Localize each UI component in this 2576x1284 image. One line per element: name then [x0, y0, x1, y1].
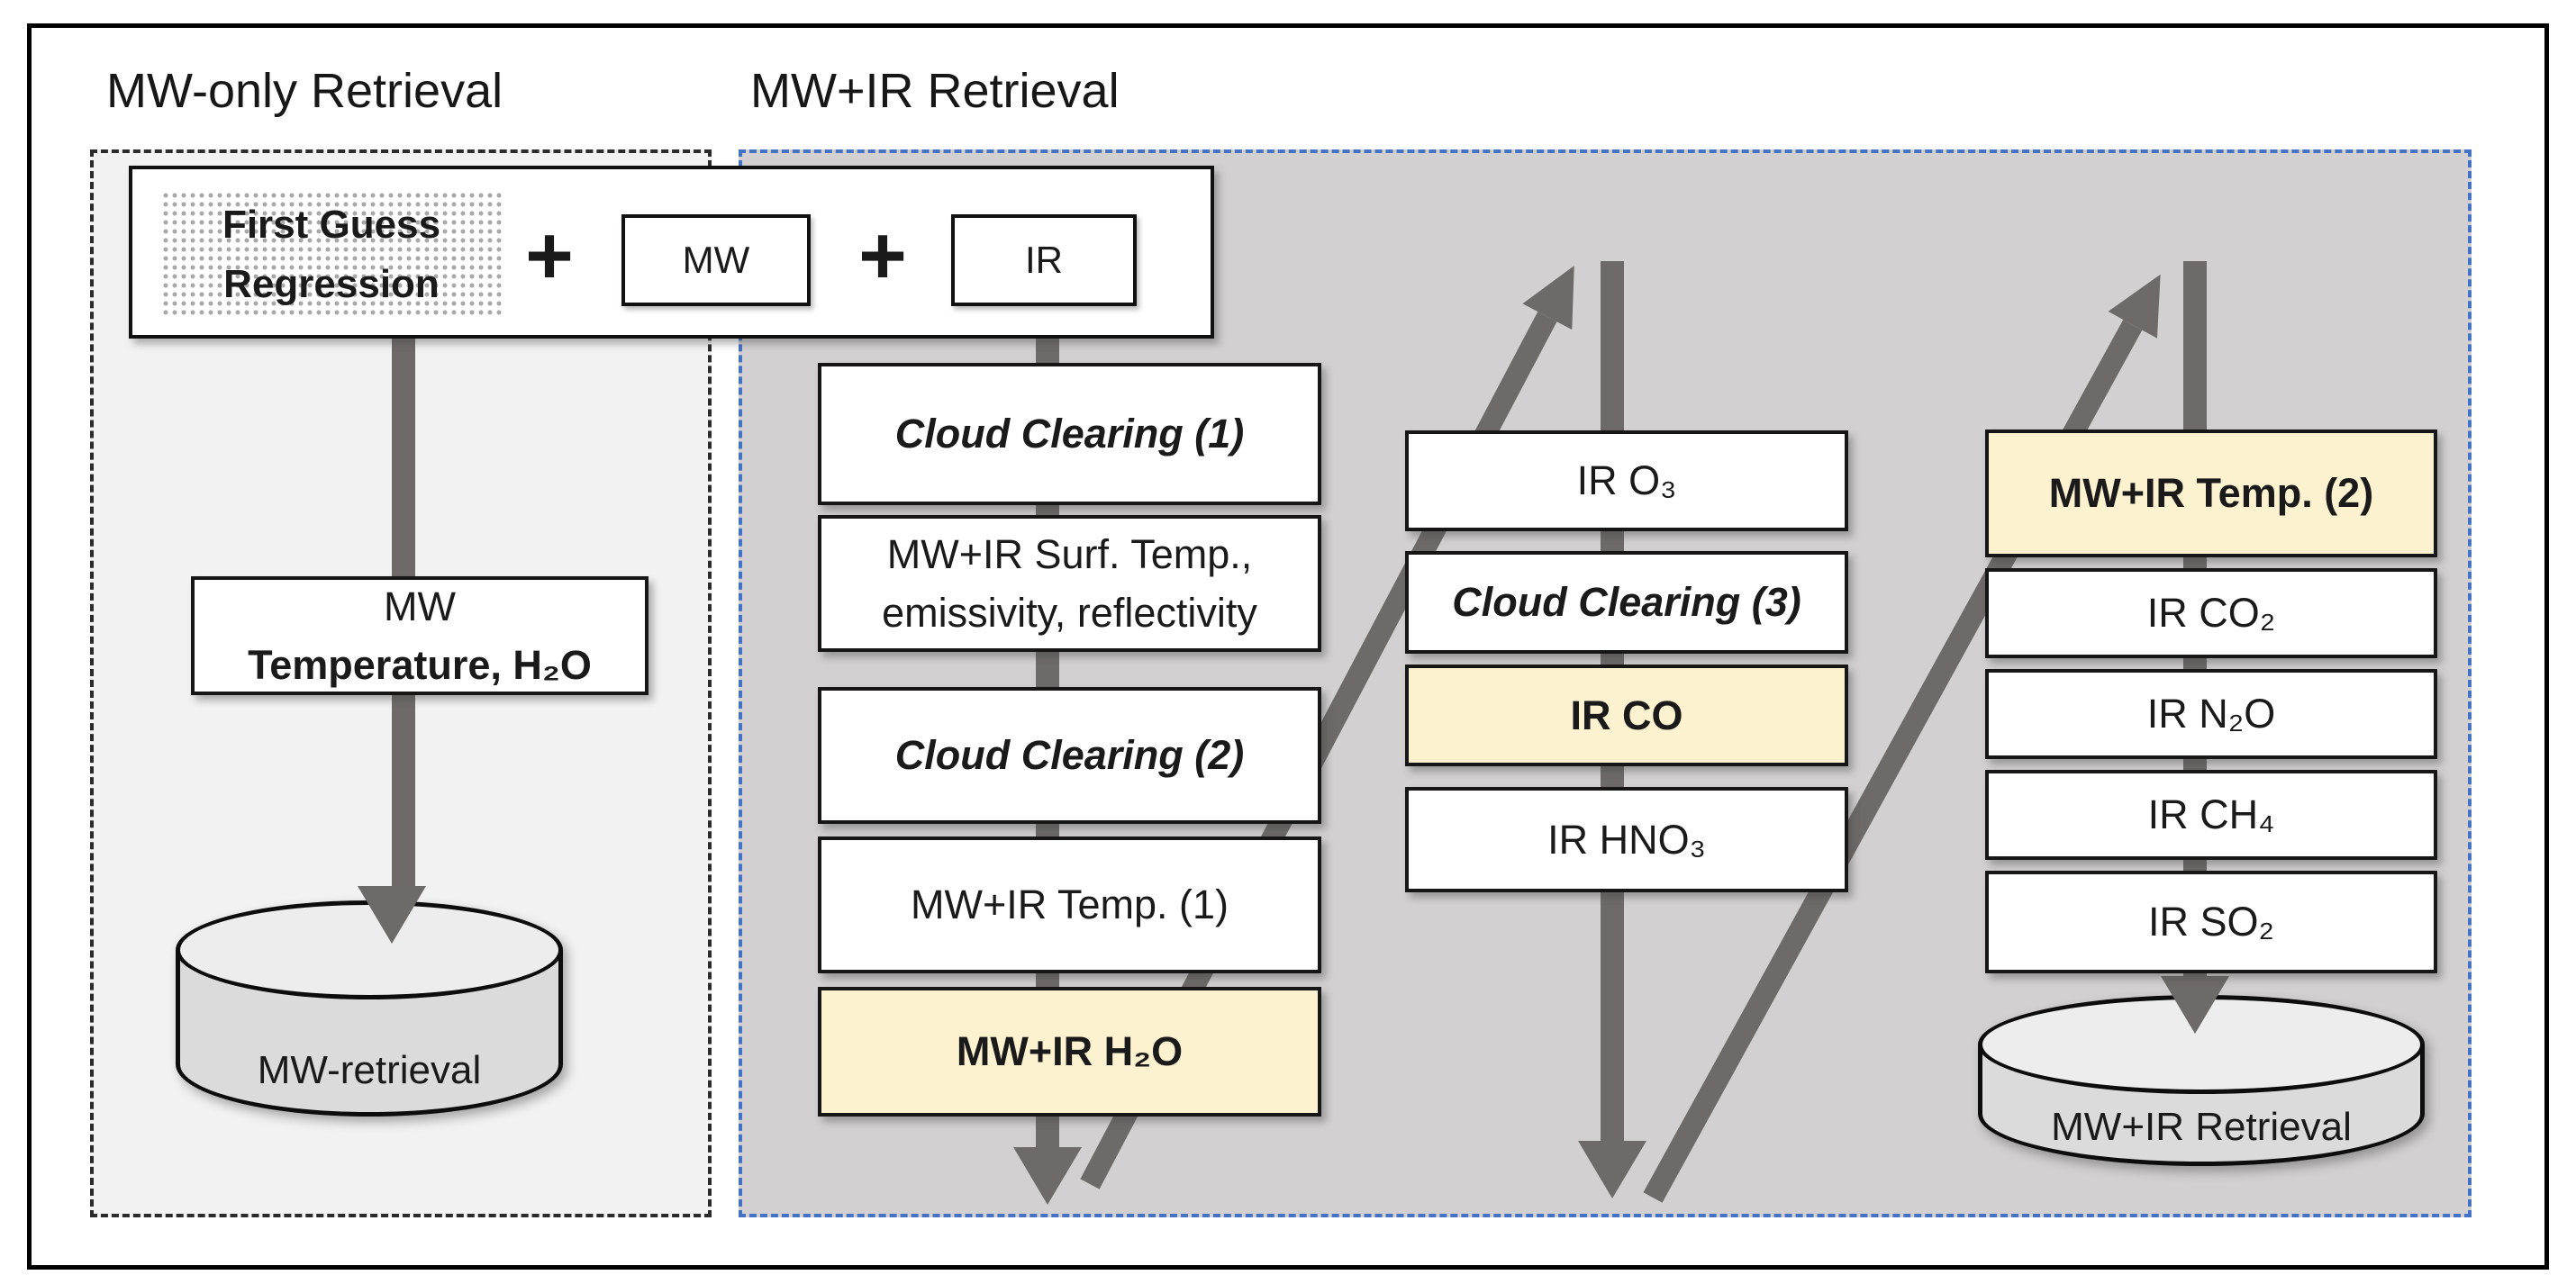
first-guess-line2: Regression — [223, 262, 440, 306]
flow-box-ir-co2: IR CO₂ — [1985, 568, 2437, 658]
mw-label: MW — [682, 239, 750, 281]
mw-input-box: MW — [621, 214, 811, 306]
box-label-line1: MW — [384, 583, 456, 629]
plus-sign: + — [858, 210, 907, 302]
ir-input-box: IR — [951, 214, 1137, 306]
flow-box-cloud-clearing-3: Cloud Clearing (3) — [1405, 551, 1848, 654]
down-arrow-icon — [1578, 1141, 1646, 1198]
flow-box-mw-ir-h2o: MW+IR H₂O — [818, 987, 1321, 1117]
ir-label: IR — [1025, 239, 1063, 281]
first-guess-line1: First Guess — [222, 203, 441, 247]
flow-box-surf-temp-emissivity: MW+IR Surf. Temp., emissivity, reflectiv… — [818, 515, 1321, 652]
box-label: IR O₃ — [1576, 457, 1677, 504]
first-guess-regression-box: First Guess Regression — [161, 191, 502, 319]
box-label-line2: emissivity, reflectivity — [882, 590, 1257, 636]
box-label: IR N₂O — [2146, 691, 2276, 737]
box-label: IR HNO₃ — [1547, 816, 1706, 863]
flow-box-ir-co: IR CO — [1405, 665, 1848, 766]
database-label: MW+IR Retrieval — [2051, 1105, 2352, 1149]
mw-ir-retrieval-title: MW+IR Retrieval — [750, 64, 1120, 118]
box-label: IR SO₂ — [2148, 899, 2274, 945]
flow-box-ir-n2o: IR N₂O — [1985, 669, 2437, 759]
plus-sign: + — [525, 210, 574, 302]
box-label: Cloud Clearing (1) — [894, 411, 1245, 457]
down-arrow-icon — [1013, 1147, 1082, 1205]
flow-box-cloud-clearing-1: Cloud Clearing (1) — [818, 363, 1321, 505]
box-label-line1: MW+IR Surf. Temp., — [886, 530, 1253, 577]
box-label: IR CO₂ — [2146, 590, 2276, 637]
flow-box-ir-ch4: IR CH₄ — [1985, 770, 2437, 860]
down-arrow-icon — [2161, 976, 2229, 1034]
flow-box-mw-ir-temp-1: MW+IR Temp. (1) — [818, 836, 1321, 973]
flow-box-ir-o3: IR O₃ — [1405, 430, 1848, 531]
flow-box-ir-so2: IR SO₂ — [1985, 871, 2437, 973]
box-label: MW+IR Temp. (1) — [911, 882, 1229, 928]
flow-box-cloud-clearing-2: Cloud Clearing (2) — [818, 687, 1321, 824]
box-label: IR CO — [1570, 692, 1683, 738]
box-label: Cloud Clearing (3) — [1452, 579, 1801, 626]
box-label: MW+IR H₂O — [956, 1028, 1184, 1075]
first-guess-input-box: First Guess Regression + MW + IR — [129, 166, 1214, 339]
box-label: Cloud Clearing (2) — [894, 732, 1245, 779]
flow-box-mw-temperature-h2o: MW Temperature, H₂O — [191, 576, 649, 695]
down-arrow-icon — [358, 886, 426, 944]
box-label: IR CH₄ — [2147, 791, 2275, 838]
box-label-line2: Temperature, H₂O — [248, 642, 592, 688]
database-label: MW-retrieval — [257, 1048, 482, 1092]
flow-box-mw-ir-temp-2: MW+IR Temp. (2) — [1985, 430, 2437, 557]
box-label: MW+IR Temp. (2) — [2048, 470, 2374, 517]
mw-only-retrieval-title: MW-only Retrieval — [106, 64, 503, 118]
flow-box-ir-hno3: IR HNO₃ — [1405, 787, 1848, 892]
